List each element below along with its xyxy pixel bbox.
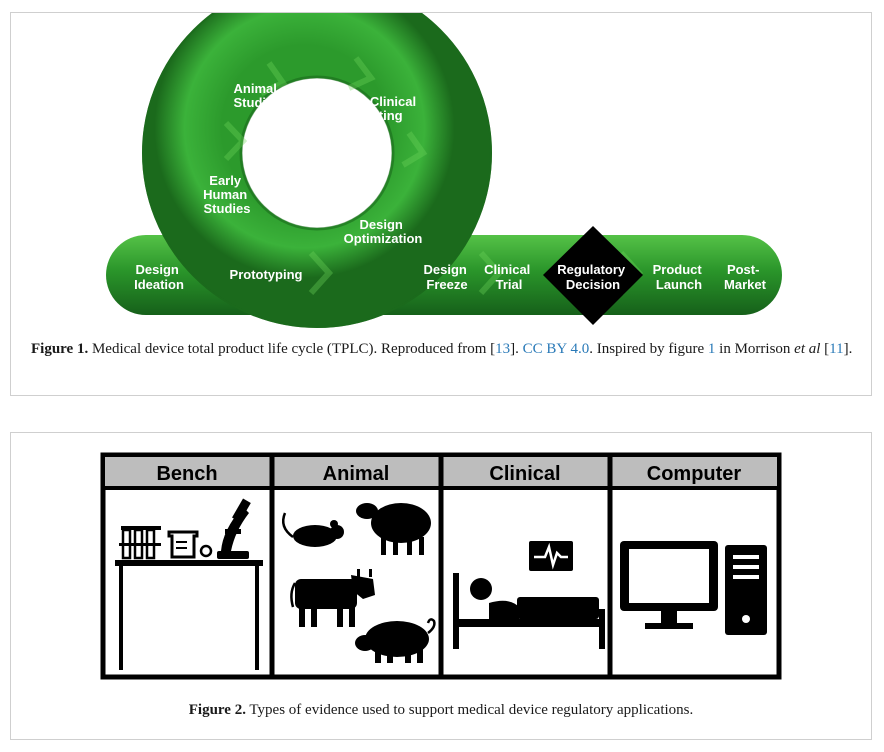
loop-ring [142, 13, 492, 328]
column-bench: Bench [156, 463, 217, 485]
stage-clinical-trial: Clinical Trial [484, 262, 534, 292]
cow-icon [290, 569, 375, 627]
ref-11-link[interactable]: 11 [829, 341, 844, 357]
stage-post-market: Post- Market [724, 262, 767, 292]
stage-design-freeze: Design Freeze [424, 262, 471, 292]
tplc-diagram: Design Ideation Prototyping Early Human … [106, 13, 782, 328]
column-clinical: Clinical [489, 463, 560, 485]
stage-prototyping: Prototyping [230, 267, 303, 282]
sheep-icon [356, 503, 431, 555]
column-animal: Animal [323, 463, 390, 485]
computer-icon [620, 541, 767, 635]
stage-design-optimization: Design Optimization [344, 217, 423, 246]
stage-design-ideation: Design Ideation [134, 262, 184, 292]
figure-1: Design Ideation Prototyping Early Human … [10, 12, 872, 396]
animal-icons [282, 503, 436, 663]
bench-icon [115, 498, 263, 670]
regulatory-diamond [543, 226, 643, 325]
stage-early-human-studies: Early Human Studies [203, 173, 251, 216]
stage-non-clinical-testing: Non-Clinical Testing [340, 94, 419, 123]
figure-1-caption: Figure 1. Medical device total product l… [31, 341, 853, 357]
evidence-types-diagram: Bench Animal Clinical Computer [100, 452, 782, 680]
figure-2: Bench Animal Clinical Computer [10, 432, 872, 740]
stage-animal-studies: Animal Studies [234, 81, 281, 110]
mouse-icon [282, 512, 344, 547]
stage-product-launch: Product Launch [653, 262, 706, 292]
column-computer: Computer [647, 463, 742, 485]
clinical-icon [453, 541, 605, 649]
figure-2-caption: Figure 2. Types of evidence used to supp… [188, 702, 694, 718]
ref-13-link[interactable]: 13 [495, 341, 511, 357]
pig-icon [355, 618, 436, 663]
stage-regulatory-decision: Regulatory Decision [557, 262, 629, 292]
license-link[interactable]: CC BY 4.0 [522, 341, 590, 357]
figure-ref-link[interactable]: 1 [707, 341, 716, 357]
